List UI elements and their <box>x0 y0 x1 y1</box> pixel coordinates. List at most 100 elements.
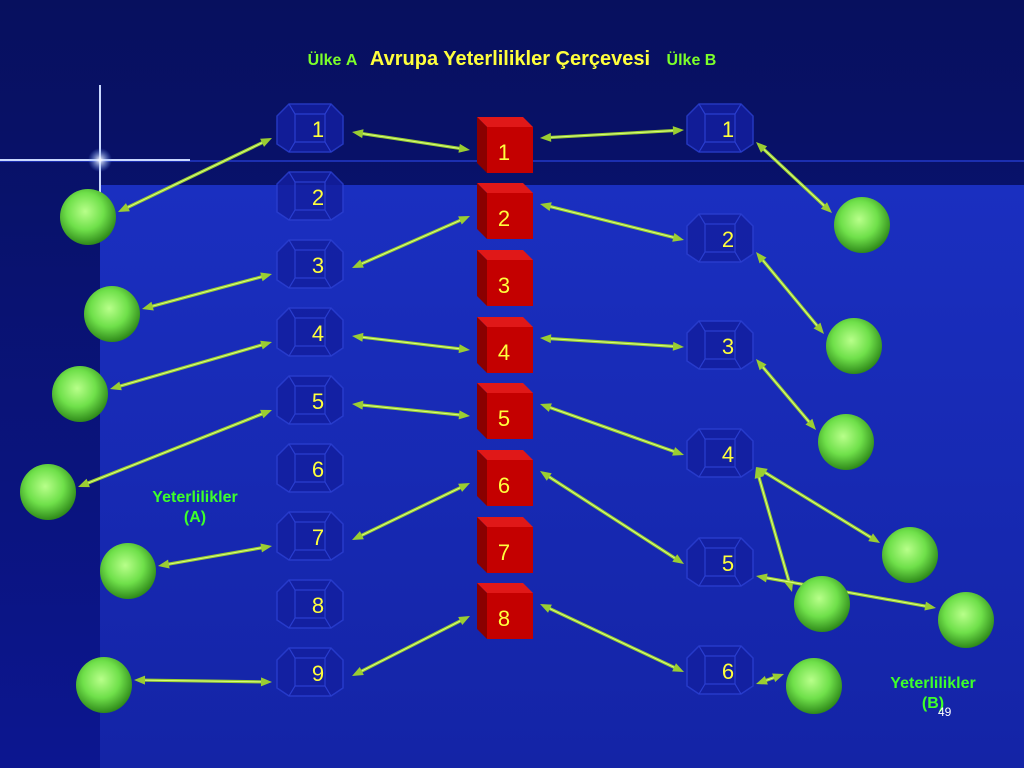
eqf-level-6: 6 <box>477 450 533 506</box>
eqf-level-3-label: 3 <box>498 273 510 298</box>
eqf-level-5: 5 <box>477 383 533 439</box>
eqf-level-5-label: 5 <box>498 406 510 431</box>
qualification-a-6 <box>76 657 132 713</box>
link-left-9-eqf-8 <box>352 616 470 676</box>
link-qual-b-7 <box>756 673 784 685</box>
link-qual-b-5 <box>754 467 794 592</box>
link-eqf-4-right-3 <box>540 334 684 351</box>
qualification-a-2 <box>84 286 140 342</box>
link-left-1-eqf-1 <box>352 129 470 153</box>
country-b-level-1-label: 1 <box>722 117 734 142</box>
country-a-level-1-label: 1 <box>312 117 324 142</box>
country-b-level-6-label: 6 <box>722 659 734 684</box>
title-center: Avrupa Yeterlilikler Çerçevesi <box>369 48 651 70</box>
qualification-b-4 <box>882 527 938 583</box>
link-qual-a-6 <box>134 675 272 687</box>
country-b-level-3-label: 3 <box>722 334 734 359</box>
eqf-level-8: 8 <box>477 583 533 639</box>
link-left-4-eqf-4 <box>352 332 470 354</box>
link-qual-b-2 <box>756 252 824 334</box>
country-a-level-5-label: 5 <box>312 389 324 414</box>
qualification-b-2 <box>826 318 882 374</box>
country-a-level-6: 6 <box>276 443 344 493</box>
country-b-level-3: 3 <box>686 320 754 370</box>
qualifications-b-line2: (B) <box>921 695 945 712</box>
title-right-letter: B <box>704 52 717 69</box>
link-eqf-2-right-2 <box>540 202 684 242</box>
page-number: 49 <box>938 705 952 719</box>
title-left-country: Ülke <box>307 52 342 69</box>
country-a-level-6-label: 6 <box>312 457 324 482</box>
qualification-a-5 <box>100 543 156 599</box>
country-b-level-6: 6 <box>686 645 754 695</box>
country-b-level-5: 5 <box>686 537 754 587</box>
link-qual-a-5 <box>158 543 272 569</box>
country-b-level-2-label: 2 <box>722 227 734 252</box>
qualifications-b-label: Yeterlilikler (B) <box>868 674 998 714</box>
eqf-level-7-label: 7 <box>498 540 510 565</box>
link-left-3-eqf-2 <box>352 216 470 268</box>
eqf-level-8-label: 8 <box>498 606 510 631</box>
eqf-level-2-label: 2 <box>498 206 510 231</box>
link-qual-a-2 <box>142 272 272 311</box>
link-eqf-8-right-6 <box>540 604 684 672</box>
page-title: Ülke A Avrupa Yeterlilikler Çerçevesi Ül… <box>0 48 1024 71</box>
country-a-level-2: 2 <box>276 171 344 221</box>
country-a-level-3: 3 <box>276 239 344 289</box>
link-eqf-6-right-5 <box>540 471 684 564</box>
link-qual-b-1 <box>756 142 832 213</box>
eqf-level-7: 7 <box>477 517 533 573</box>
qualification-a-1 <box>60 189 116 245</box>
background-panel <box>100 185 1024 768</box>
qualification-b-6 <box>938 592 994 648</box>
eqf-level-2: 2 <box>477 183 533 239</box>
country-a-level-8: 8 <box>276 579 344 629</box>
country-a-level-9: 9 <box>276 647 344 697</box>
qualifications-a-line2: (A) <box>183 509 207 526</box>
eqf-level-6-label: 6 <box>498 473 510 498</box>
links-layer <box>78 126 936 687</box>
country-a-level-9-label: 9 <box>312 661 324 686</box>
qualification-a-3 <box>52 366 108 422</box>
country-a-level-2-label: 2 <box>312 185 324 210</box>
country-a-level-4: 4 <box>276 307 344 357</box>
link-qual-b-4 <box>756 467 880 543</box>
country-a-level-8-label: 8 <box>312 593 324 618</box>
country-a-level-4-label: 4 <box>312 321 324 346</box>
qualification-b-5 <box>794 576 850 632</box>
link-qual-a-4 <box>78 409 272 488</box>
country-a-level-5: 5 <box>276 375 344 425</box>
link-left-7-eqf-6 <box>352 483 470 540</box>
sparkle-decoration <box>0 85 190 230</box>
country-b-level-4: 4 <box>686 428 754 478</box>
link-qual-a-3 <box>110 340 272 391</box>
eqf-level-3: 3 <box>477 250 533 306</box>
country-a-level-7-label: 7 <box>312 525 324 550</box>
qualification-b-7 <box>786 658 842 714</box>
eqf-level-4: 4 <box>477 317 533 373</box>
country-b-level-2: 2 <box>686 213 754 263</box>
nodes-layer: 1 2 3 4 5 6 7 8 9 1 2 3 4 5 6 1 2 3 4 5 6 7 8 <box>20 103 994 714</box>
eqf-level-1-label: 1 <box>498 140 510 165</box>
link-left-5-eqf-5 <box>352 400 470 420</box>
country-b-level-1: 1 <box>686 103 754 153</box>
link-eqf-1-right-1 <box>540 126 684 142</box>
qualification-b-3 <box>818 414 874 470</box>
country-a-level-1: 1 <box>276 103 344 153</box>
eqf-level-4-label: 4 <box>498 340 510 365</box>
qualification-b-1 <box>834 197 890 253</box>
link-eqf-5-right-4 <box>540 403 684 456</box>
qualifications-b-line1: Yeterlilikler <box>890 675 976 692</box>
title-left-letter: A <box>345 52 358 69</box>
country-b-level-4-label: 4 <box>722 442 734 467</box>
title-right-country: Ülke <box>666 52 701 69</box>
country-b-level-5-label: 5 <box>722 551 734 576</box>
qualifications-a-label: Yeterlilikler (A) <box>130 488 260 528</box>
eqf-level-1: 1 <box>477 117 533 173</box>
qualification-a-4 <box>20 464 76 520</box>
link-qual-b-3 <box>756 359 816 430</box>
country-a-level-3-label: 3 <box>312 253 324 278</box>
qualifications-a-line1: Yeterlilikler <box>152 489 238 506</box>
country-a-level-7: 7 <box>276 511 344 561</box>
